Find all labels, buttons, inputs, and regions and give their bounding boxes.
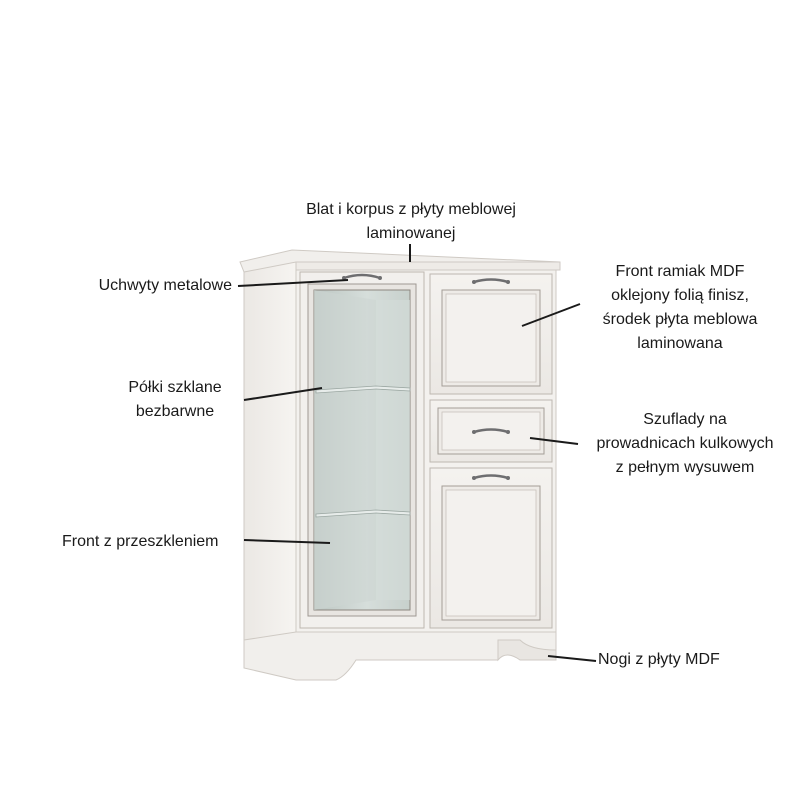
annotation-drawers-line-2: prowadnicach kulkowych (596, 435, 774, 452)
leader-line-legs (547, 655, 597, 662)
cabinet-plinth (243, 631, 557, 681)
annotation-drawers-line-3: z pełnym wysuwem (615, 459, 755, 476)
annotation-top-line-2: laminowanej (366, 225, 456, 242)
glass-shelf-lower (315, 509, 411, 518)
lower-right-door (429, 467, 553, 629)
annotation-drawers-line-1: Szuflady na (643, 411, 727, 428)
annotation-top: Blat i korpus z płyty meblowej laminowan… (276, 198, 546, 246)
glass-door (299, 271, 425, 629)
annotation-shelves-line-1: Półki szklane (128, 379, 222, 396)
leader-line-mdf-front (521, 303, 581, 327)
leader-lines (237, 244, 597, 662)
annotation-mdf-front-line-2: oklejony folią finisz, (611, 287, 749, 304)
glass-door-handle (342, 273, 382, 280)
annotation-shelves: Półki szklane bezbarwne (112, 376, 238, 424)
leader-line-glass-front (243, 539, 331, 544)
glass-shelf-upper (315, 385, 411, 394)
annotation-mdf-front-line-1: Front ramiak MDF (615, 263, 745, 280)
cabinet-side-panel (243, 257, 297, 653)
annotation-top-line-1: Blat i korpus z płyty meblowej (306, 201, 516, 218)
annotation-handles-line-1: Uchwyty metalowe (98, 277, 232, 294)
drawer (429, 399, 553, 463)
annotation-drawers: Szuflady na prowadnicach kulkowych z peł… (580, 408, 790, 480)
annotation-mdf-front-line-4: laminowana (637, 335, 723, 352)
annotation-mdf-front-line-3: środek płyta meblowa (602, 311, 758, 328)
leader-line-shelves (243, 387, 323, 401)
annotation-handles: Uchwyty metalowe (60, 274, 232, 298)
annotation-glass-front: Front z przeszkleniem (62, 530, 242, 554)
annotation-legs-line-1: Nogi z płyty MDF (598, 651, 720, 668)
annotation-mdf-front: Front ramiak MDF oklejony folią finisz, … (580, 260, 780, 356)
leader-line-handles (237, 279, 349, 287)
annotation-glass-front-line-1: Front z przeszkleniem (62, 533, 219, 550)
upper-right-door (429, 273, 553, 395)
leader-line-drawers (529, 437, 579, 445)
annotation-legs: Nogi z płyty MDF (598, 648, 768, 672)
annotation-shelves-line-2: bezbarwne (135, 403, 215, 420)
